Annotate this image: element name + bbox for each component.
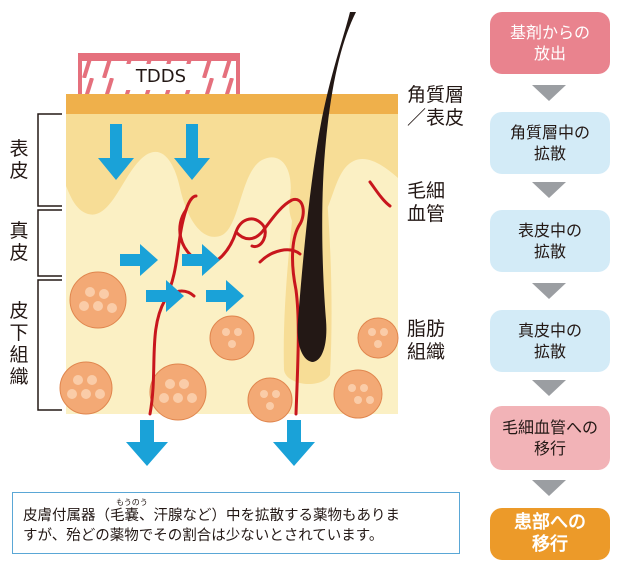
fat-tissue-label: 脂肪 組織 [407, 318, 445, 364]
capillary-label: 毛細 血管 [407, 180, 445, 226]
layer-brackets [38, 114, 62, 410]
fat-cluster [210, 316, 254, 360]
fat-cluster [248, 378, 292, 422]
stratum-corneum-label: 角質層 ／表皮 [407, 84, 464, 130]
dermis-label: 真 皮 [8, 220, 30, 264]
note-line-2: すが、殆どの薬物でその割合は少ないとされています。 [23, 527, 383, 545]
down-triangle-icon [532, 85, 566, 101]
down-triangle-icon [532, 480, 566, 496]
fat-cluster [60, 362, 112, 414]
fat-cluster [150, 364, 206, 420]
flow-step-capillary-transfer: 毛細血管への 移行 [490, 406, 610, 470]
down-triangle-icon [532, 283, 566, 299]
flow-step-dermis-diffusion: 真皮中の 拡散 [490, 310, 610, 372]
fat-cluster [334, 370, 382, 418]
note-box: もうのう 皮膚付属器（毛嚢、汗腺など）中を拡散する薬物もありま すが、殆どの薬物… [12, 492, 460, 554]
flow-step-target-transfer: 患部への 移行 [490, 508, 610, 560]
note-line-1: 皮膚付属器（毛嚢、汗腺など）中を拡散する薬物もありま [23, 507, 400, 525]
stratum-corneum-layer [66, 94, 398, 114]
epidermis-label: 表 皮 [8, 138, 30, 182]
down-arrow-icon [273, 420, 315, 466]
down-triangle-icon [532, 380, 566, 396]
fat-cluster [358, 318, 398, 358]
flow-step-epidermis-diffusion: 表皮中の 拡散 [490, 210, 610, 272]
subcutis-label: 皮 下 組 織 [8, 300, 30, 388]
flow-step-stratum-diffusion: 角質層中の 拡散 [490, 112, 610, 174]
down-triangle-icon [532, 182, 566, 198]
flow-step-release: 基剤からの 放出 [490, 12, 610, 74]
fat-cluster [70, 272, 126, 328]
down-arrow-icon [126, 420, 168, 466]
tdds-label: TDDS [120, 66, 202, 88]
